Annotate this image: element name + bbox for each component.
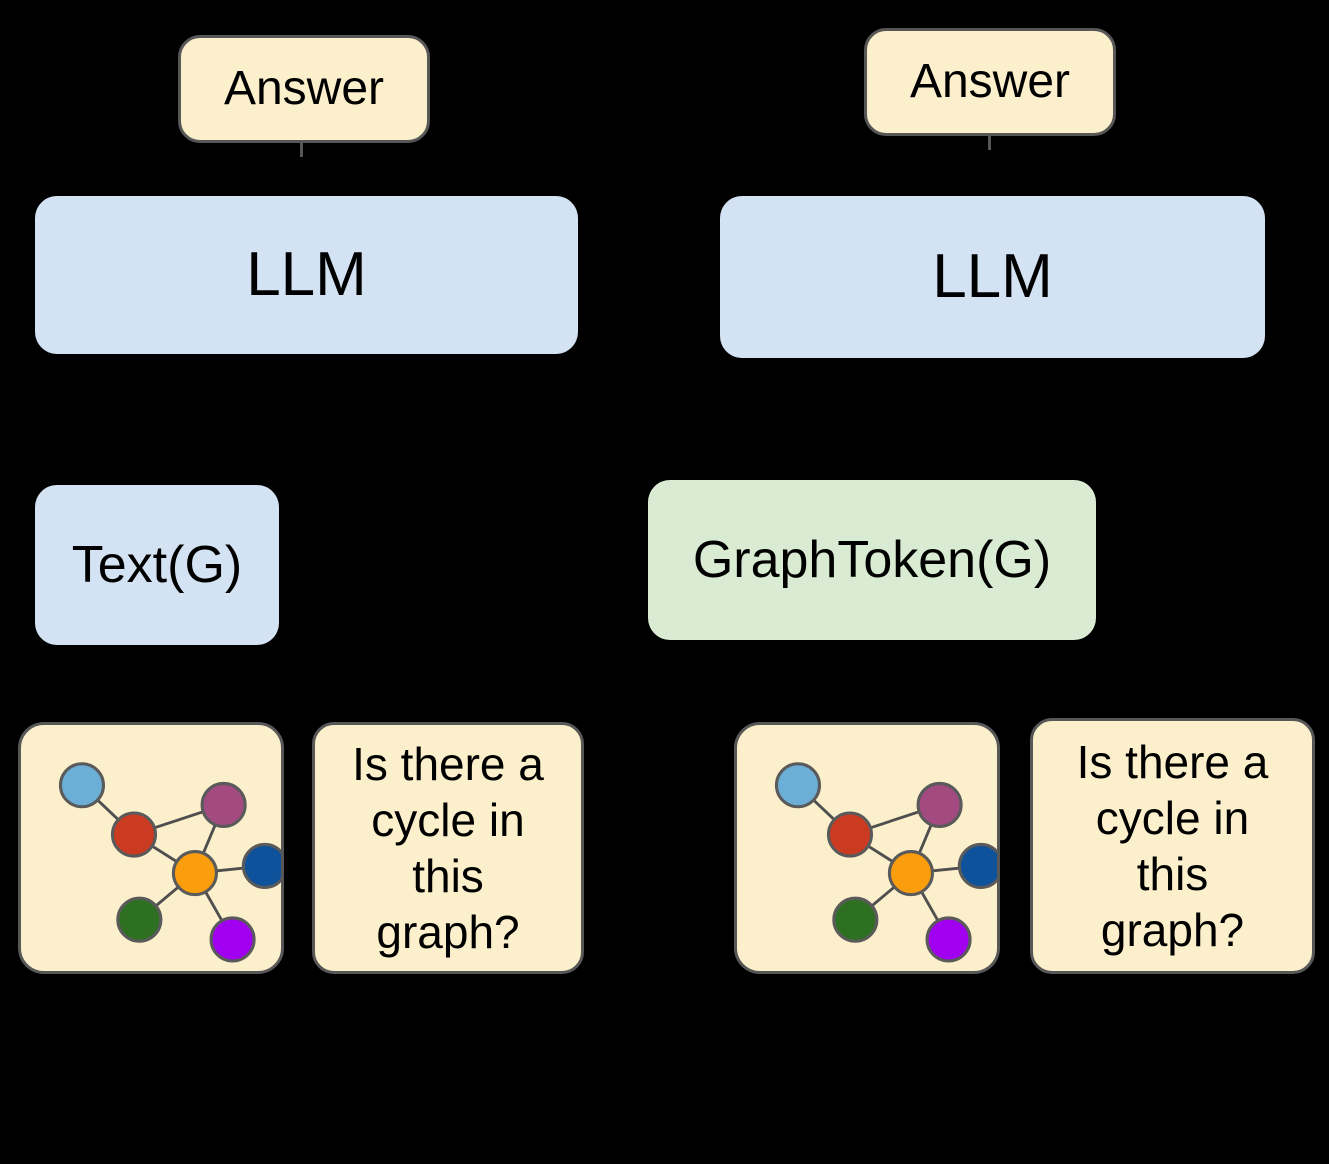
question-box-right: Is there a cycle in this graph? — [1030, 718, 1315, 974]
graph-node-magenta — [916, 781, 963, 829]
question-text: Is there a cycle in this graph? — [352, 737, 544, 959]
graph-node-red — [110, 811, 158, 858]
llm-box-text-pipeline: LLM — [35, 196, 578, 354]
graph-node-violet — [925, 916, 972, 963]
graph-node-darkblue — [241, 842, 281, 889]
graph-node-violet — [209, 916, 256, 963]
representation-label: Text(G) — [71, 535, 243, 594]
graph-svg-left — [58, 762, 281, 963]
connector-answer-llm-left — [300, 143, 303, 157]
answer-label: Answer — [909, 55, 1071, 109]
graph-node-red — [826, 811, 874, 858]
llm-label: LLM — [246, 240, 367, 310]
graph-thumbnail-left — [18, 722, 284, 974]
graph-node-magenta — [200, 781, 247, 829]
llm-label: LLM — [932, 242, 1053, 312]
answer-box-graphtoken-pipeline: Answer — [864, 28, 1116, 136]
representation-box-text: Text(G) — [35, 485, 279, 645]
graph-thumbnail-right — [734, 722, 1000, 974]
graph-node-darkblue — [957, 842, 997, 889]
graph-node-lightblue — [774, 762, 822, 809]
graph-node-lightblue — [58, 762, 106, 809]
graph-node-orange — [887, 850, 934, 897]
graph-node-green — [832, 896, 879, 943]
llm-box-graphtoken-pipeline: LLM — [720, 196, 1265, 358]
question-text: Is there a cycle in this graph? — [1076, 735, 1269, 957]
graph-svg-right — [774, 762, 997, 963]
representation-box-graphtoken: GraphToken(G) — [648, 480, 1096, 640]
representation-label: GraphToken(G) — [692, 530, 1052, 589]
graph-node-orange — [171, 850, 218, 897]
answer-box-text-pipeline: Answer — [178, 35, 430, 143]
answer-label: Answer — [223, 62, 385, 116]
question-box-left: Is there a cycle in this graph? — [312, 722, 584, 974]
graph-node-green — [116, 896, 163, 943]
connector-answer-llm-right — [988, 136, 991, 150]
